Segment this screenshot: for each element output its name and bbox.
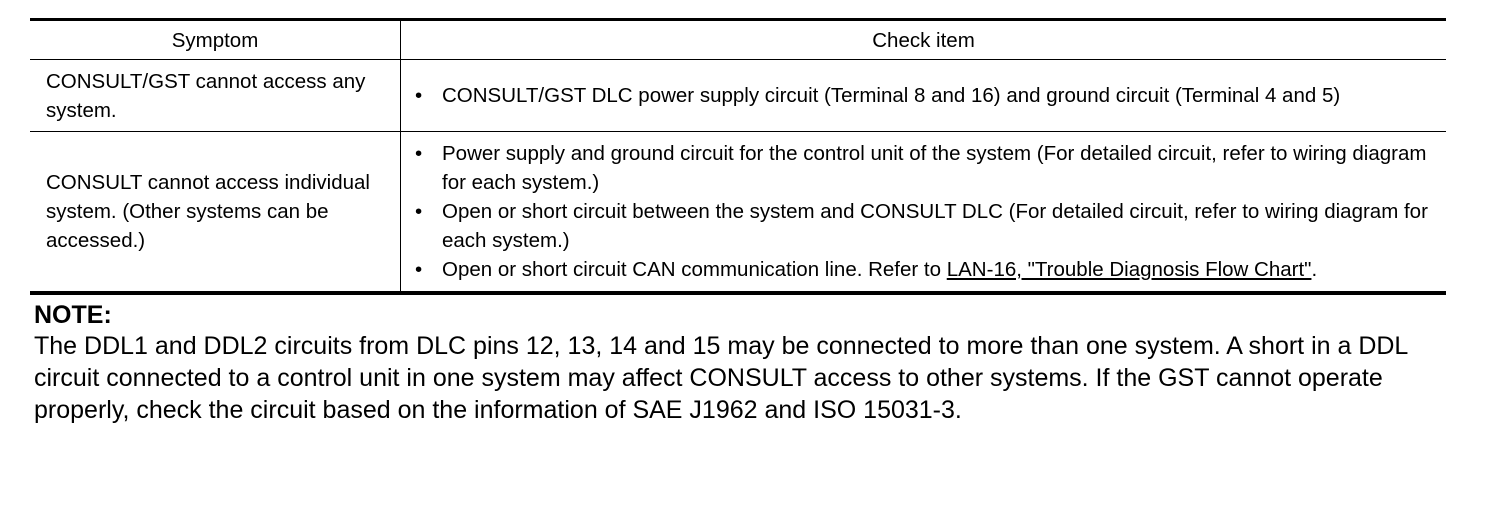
note-body: The DDL1 and DDL2 circuits from DLC pins…: [34, 332, 1408, 424]
lan-16-link[interactable]: LAN-16, "Trouble Diagnosis Flow Chart": [946, 257, 1312, 281]
table-row: CONSULT cannot access individual system.…: [30, 131, 1447, 293]
check-list-item: • Open or short circuit between the syst…: [415, 197, 1438, 255]
check-item-cell: • Power supply and ground circuit for th…: [401, 132, 1447, 293]
check-item-header: Check item: [400, 19, 1446, 60]
check-text: Open or short circuit CAN communication …: [442, 257, 947, 281]
check-text: Power supply and ground circuit for the …: [442, 141, 1427, 194]
symptom-header: Symptom: [30, 19, 401, 60]
check-list: • Power supply and ground circuit for th…: [415, 139, 1438, 284]
symptom-cell: CONSULT cannot access individual system.…: [30, 131, 401, 293]
note-section: NOTE: The DDL1 and DDL2 circuits from DL…: [34, 300, 1454, 426]
bullet-icon: •: [415, 141, 423, 165]
check-list-item: • Open or short circuit CAN communicatio…: [415, 255, 1438, 284]
diagnosis-table: Symptom Check item CONSULT/GST cannot ac…: [30, 18, 1446, 295]
check-list: • CONSULT/GST DLC power supply circuit (…: [415, 81, 1438, 110]
bullet-icon: •: [415, 199, 423, 223]
bullet-icon: •: [415, 84, 423, 107]
check-item-cell: • CONSULT/GST DLC power supply circuit (…: [400, 59, 1446, 132]
check-list-item: • Power supply and ground circuit for th…: [415, 139, 1438, 197]
check-text: Open or short circuit between the system…: [442, 199, 1428, 252]
bullet-icon: •: [415, 257, 423, 281]
check-text-suffix: .: [1311, 257, 1318, 281]
note-title: NOTE:: [34, 301, 112, 329]
table-row: CONSULT/GST cannot access any system. • …: [30, 59, 1446, 132]
check-text: CONSULT/GST DLC power supply circuit (Te…: [442, 84, 1341, 107]
table-header-row: Symptom Check item: [30, 19, 1446, 60]
check-list-item: • CONSULT/GST DLC power supply circuit (…: [415, 81, 1438, 110]
symptom-cell: CONSULT/GST cannot access any system.: [30, 59, 401, 132]
